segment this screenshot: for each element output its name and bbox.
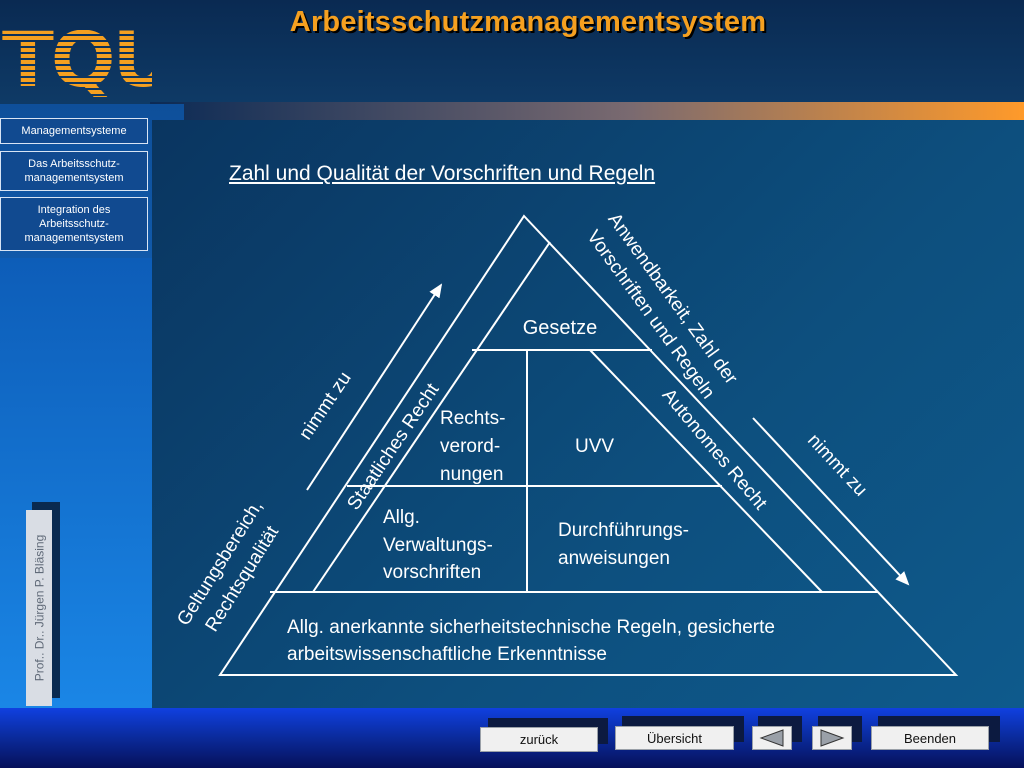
label-rechtsverordnungen-3: nungen — [440, 464, 503, 485]
page-title: Arbeitsschutzmanagementsystem — [289, 6, 767, 38]
nav-item-integration[interactable]: Integration des Arbeitsschutz-management… — [0, 197, 148, 251]
label-verwaltungsvorschriften-1: Allg. — [383, 507, 420, 528]
label-verwaltungsvorschriften-2: Verwaltungs- — [383, 535, 493, 556]
overview-button[interactable]: Übersicht — [615, 726, 734, 750]
pyramid-outline — [218, 214, 959, 676]
triangle-right-icon — [820, 729, 845, 747]
author-label: Prof.. Dr.. Jürgen P. Bläsing — [26, 510, 52, 706]
prev-button[interactable] — [752, 726, 792, 750]
left-arrow — [306, 283, 443, 491]
label-base-2: arbeitswissenschaftliche Erkenntnisse — [287, 644, 607, 665]
label-rechtsverordnungen-1: Rechts- — [440, 408, 505, 429]
slide-content — [152, 120, 1024, 708]
label-autonomes-recht: Autonomes Recht — [658, 385, 772, 515]
pyramid-divider-staatlich — [312, 241, 551, 593]
label-durchfuehrung-2: anweisungen — [558, 548, 670, 569]
nav-item-arbeitsschutz-managementsystem[interactable]: Das Arbeitsschutz-managementsystem — [0, 151, 148, 191]
label-verwaltungsvorschriften-3: vorschriften — [383, 562, 481, 583]
header-divider — [150, 102, 1024, 120]
label-rechtsverordnungen-2: verord- — [440, 436, 500, 457]
sidebar-lower — [0, 258, 152, 708]
nav-item-managementsysteme[interactable]: Managementsysteme — [0, 118, 148, 144]
pyramid-divider-autonom — [589, 349, 823, 593]
right-arrow-label: nimmt zu — [803, 430, 871, 501]
left-arrow-label: nimmt zu — [295, 368, 356, 444]
next-button[interactable] — [812, 726, 852, 750]
svg-text:TQU: TQU — [2, 18, 152, 98]
back-button[interactable]: zurück — [480, 727, 598, 752]
right-arrow — [752, 417, 910, 586]
label-gesetze: Gesetze — [523, 317, 597, 339]
label-durchfuehrung-1: Durchführungs- — [558, 520, 689, 541]
label-uvv: UVV — [575, 436, 614, 457]
slide-subtitle: Zahl und Qualität der Vorschriften und R… — [229, 162, 656, 185]
end-button[interactable]: Beenden — [871, 726, 989, 750]
label-staatliches-recht: Staatliches Recht — [343, 379, 443, 514]
tqu-logo: TQU — [2, 18, 152, 98]
triangle-left-icon — [759, 729, 784, 747]
header — [0, 0, 1024, 104]
label-base-1: Allg. anerkannte sicherheitstechnische R… — [287, 617, 775, 638]
